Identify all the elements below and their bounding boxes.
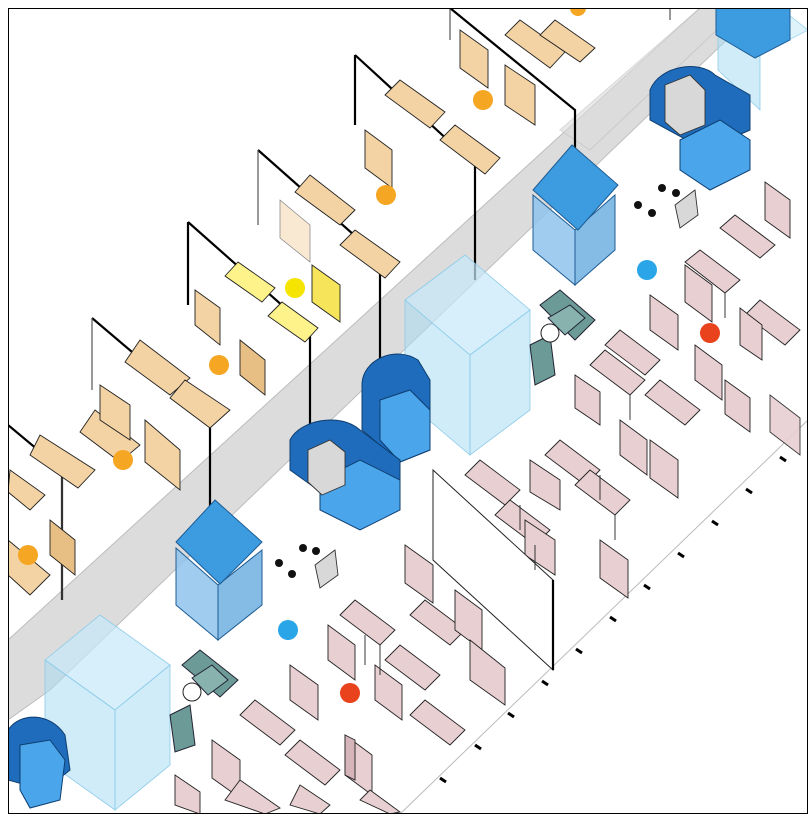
marker-orange-2 xyxy=(376,185,396,205)
printer-kiosks xyxy=(307,74,706,589)
booth-navy-1 xyxy=(361,353,431,463)
marker-yellow-1 xyxy=(285,278,305,298)
marker-red-2 xyxy=(340,683,360,703)
meeting-room-glass-2 xyxy=(44,614,171,811)
office-desks-wood xyxy=(8,19,596,596)
lounge-sofa-1 xyxy=(529,289,596,386)
marker-red-1 xyxy=(700,323,720,343)
booth-navy-2 xyxy=(8,716,71,809)
marker-orange-6 xyxy=(570,8,586,16)
marker-orange-3 xyxy=(209,355,229,375)
meeting-room-glass-1 xyxy=(404,254,531,456)
marker-blue-1 xyxy=(637,260,657,280)
marker-orange-4 xyxy=(113,450,133,470)
lounge-sofa-2 xyxy=(169,649,239,753)
marker-orange-5 xyxy=(18,545,38,565)
phone-pod-3 xyxy=(715,8,791,59)
office-desks-lemon xyxy=(224,261,341,343)
divider-wall xyxy=(432,468,555,672)
phone-pod-2 xyxy=(175,499,263,642)
marker-blue-2 xyxy=(278,620,298,640)
status-markers xyxy=(18,8,720,703)
open-plan-desks xyxy=(174,181,801,814)
corridor-floor-upper xyxy=(559,8,741,151)
desk-legs xyxy=(364,293,726,675)
phone-pod-1 xyxy=(532,144,619,287)
bar-stools xyxy=(275,184,680,578)
facade-window-mullions xyxy=(399,419,808,814)
marker-orange-1 xyxy=(473,90,493,110)
